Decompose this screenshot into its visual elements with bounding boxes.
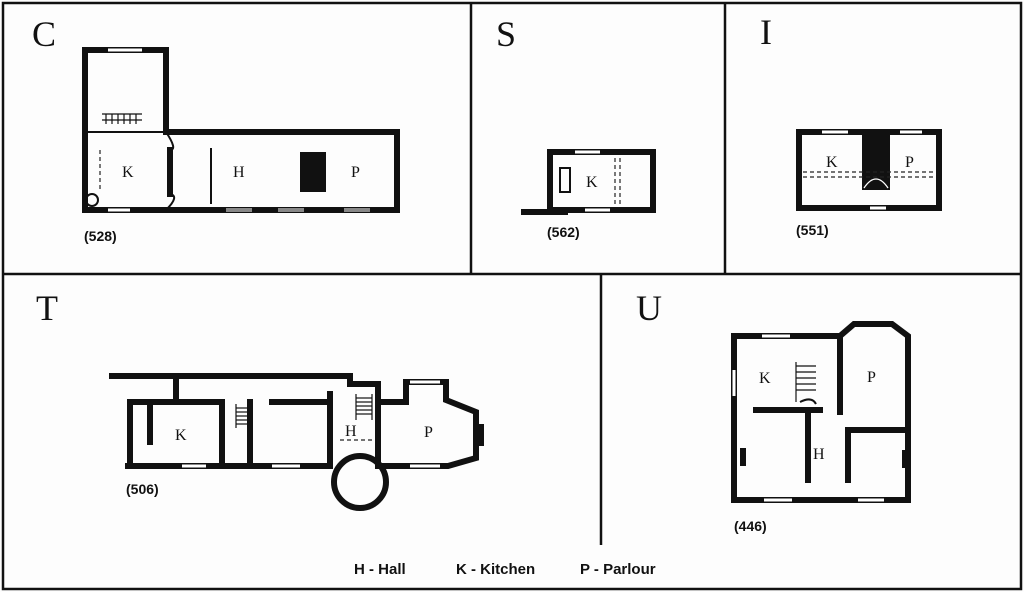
plan-t-room-kitchen: K bbox=[175, 427, 187, 444]
plan-t-room-hall: H bbox=[345, 423, 357, 440]
plan-t-room-parlour: P bbox=[424, 424, 433, 441]
plan-c-ref: (528) bbox=[84, 228, 117, 244]
plan-c: C bbox=[32, 14, 400, 244]
plan-u-ref: (446) bbox=[734, 518, 767, 534]
plan-s-ref: (562) bbox=[547, 224, 580, 240]
plan-s: S K (562) bbox=[496, 14, 656, 240]
plan-u-walls bbox=[731, 321, 911, 503]
plan-i-walls bbox=[796, 129, 942, 211]
plan-c-letter: C bbox=[32, 14, 56, 54]
plan-t-letter: T bbox=[36, 288, 58, 328]
plan-i-ref: (551) bbox=[796, 222, 829, 238]
plan-s-letter: S bbox=[496, 14, 516, 54]
plan-u-room-hall: H bbox=[813, 446, 825, 463]
plan-t: T bbox=[36, 288, 484, 511]
plan-c-room-hall: H bbox=[233, 164, 245, 181]
legend-hall: H - Hall bbox=[354, 561, 406, 578]
legend: H - Hall K - Kitchen P - Parlour bbox=[354, 561, 656, 578]
legend-kitchen: K - Kitchen bbox=[456, 561, 535, 578]
plan-t-walls bbox=[109, 373, 484, 511]
legend-parlour: P - Parlour bbox=[580, 561, 656, 578]
plan-s-walls bbox=[521, 149, 656, 215]
plan-i-chimney bbox=[862, 134, 890, 190]
plan-c-room-kitchen: K bbox=[122, 164, 134, 181]
plan-i-letter: I bbox=[760, 12, 772, 52]
plan-u-letter: U bbox=[636, 288, 662, 328]
plan-t-ref: (506) bbox=[126, 481, 159, 497]
plan-i-room-kitchen: K bbox=[826, 154, 838, 171]
plan-s-room-kitchen: K bbox=[586, 174, 598, 191]
plan-c-walls bbox=[82, 47, 400, 213]
plan-u-room-parlour: P bbox=[867, 369, 876, 386]
plan-i: I K P (551) bbox=[760, 12, 942, 238]
plan-i-room-parlour: P bbox=[905, 154, 914, 171]
plan-c-room-parlour: P bbox=[351, 164, 360, 181]
plan-u-room-kitchen: K bbox=[759, 370, 771, 387]
plan-c-chimney bbox=[300, 152, 326, 192]
plan-u: U K P H (446) bbox=[636, 288, 911, 534]
